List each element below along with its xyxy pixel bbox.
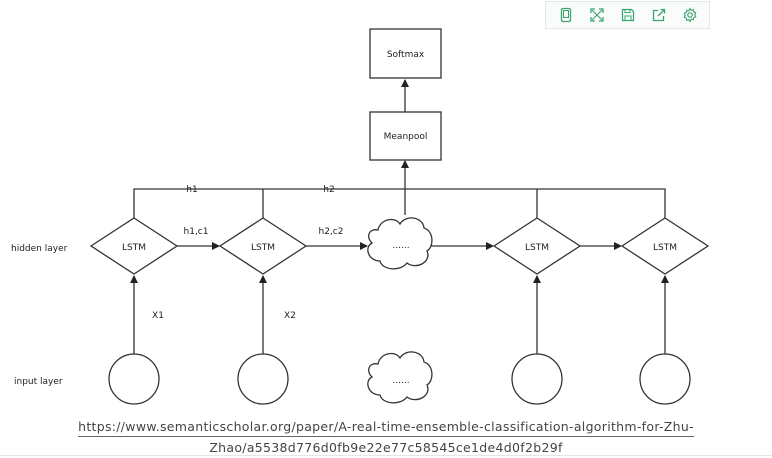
hidden-layer-label: hidden layer [11, 244, 68, 254]
input-label-x1: X1 [152, 311, 164, 321]
cloud-input [367, 351, 433, 404]
settings-button[interactable] [680, 5, 700, 25]
lstm-node-1 [89, 217, 179, 275]
lstm-label-2: LSTM [251, 243, 275, 253]
ellipsis-hidden-label: ...... [392, 241, 409, 251]
ellipsis-input-label: ...... [392, 376, 409, 386]
share-icon [652, 8, 665, 22]
input-layer-label: input layer [14, 377, 63, 387]
fullscreen-button[interactable] [587, 5, 607, 25]
lstm-node-4 [620, 217, 710, 275]
input-node-2 [237, 353, 289, 405]
share-button[interactable] [649, 5, 669, 25]
gear-icon [683, 7, 696, 23]
lstm-node-2 [218, 217, 308, 275]
input-node-5 [639, 353, 691, 405]
save-button[interactable] [618, 5, 638, 25]
softmax-node [369, 28, 442, 79]
edge-label-h1c1: h1,c1 [184, 227, 209, 237]
lstm-diagram: Softmax Meanpool h1 h2 hidden layer inpu… [11, 28, 710, 405]
lstm-label-1: LSTM [122, 243, 146, 253]
softmax-label: Softmax [387, 50, 425, 60]
tablet-icon [560, 7, 571, 23]
source-link[interactable]: https://www.semanticscholar.org/paper/A-… [78, 419, 694, 455]
source-link-line1[interactable]: https://www.semanticscholar.org/paper/A-… [78, 418, 694, 437]
input-label-x2: X2 [284, 311, 296, 321]
bottom-divider [0, 455, 772, 456]
meanpool-label: Meanpool [384, 132, 428, 142]
lstm-label-3: LSTM [525, 243, 549, 253]
cloud-hidden [367, 217, 433, 270]
expand-icon [589, 8, 604, 22]
bus-label-h1: h1 [186, 185, 197, 195]
tablet-view-button[interactable] [556, 5, 576, 25]
hidden-state-bus [133, 188, 666, 218]
source-caption: https://www.semanticscholar.org/paper/A-… [0, 416, 772, 458]
source-link-line2[interactable]: Zhao/a5538d776d0fb9e22e77c58545ce1de4d0f… [209, 440, 563, 455]
input-node-4 [511, 353, 563, 405]
bus-label-h2: h2 [323, 185, 334, 195]
lstm-node-3 [492, 217, 582, 275]
toolbar [545, 1, 710, 29]
meanpool-node [369, 111, 442, 161]
edge-label-h2c2: h2,c2 [319, 227, 344, 237]
input-node-1 [108, 353, 160, 405]
save-icon [621, 8, 634, 22]
lstm-label-4: LSTM [653, 243, 677, 253]
